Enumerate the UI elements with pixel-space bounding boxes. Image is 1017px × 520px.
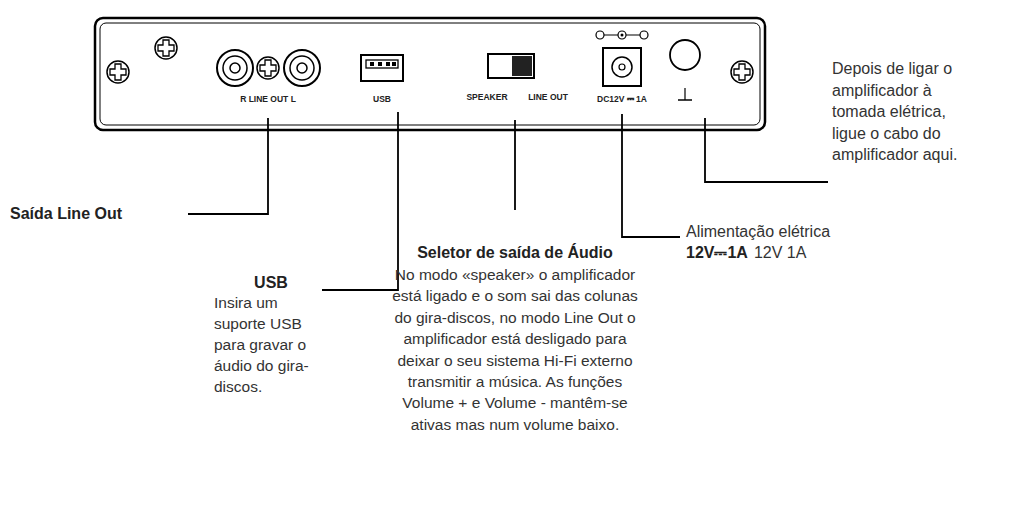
- port-label: SPEAKER: [466, 92, 507, 103]
- output-switch: [488, 54, 534, 78]
- port-label: USB: [373, 94, 391, 105]
- port-label: DC12V ⎓ 1A: [597, 94, 647, 105]
- callout-title: Saída Line Out: [10, 203, 122, 225]
- callout-text: 12V⎓1A: [686, 242, 748, 264]
- callout-text: Alimentação elétrica: [686, 221, 830, 243]
- callout-title: Seletor de saída de Áudio: [417, 242, 613, 264]
- leader-lines: [188, 112, 828, 290]
- callout-title: USB: [254, 272, 288, 294]
- port-label: R LINE OUT L: [240, 94, 296, 105]
- rca-jacks: [217, 50, 320, 86]
- usb-port: [361, 55, 403, 81]
- callout-text: 12V 1A: [754, 242, 806, 264]
- callout-text: Depois de ligar o amplificador à tomada …: [832, 58, 982, 166]
- ground-terminal: [670, 40, 700, 100]
- callout-text: No modo «speaker» o amplificador está li…: [384, 264, 646, 435]
- dc-jack: [596, 31, 648, 86]
- rear-panel: [95, 18, 765, 130]
- callout-text: Insira um suporte USB para gravar o áudi…: [214, 293, 326, 398]
- port-label: LINE OUT: [528, 92, 568, 103]
